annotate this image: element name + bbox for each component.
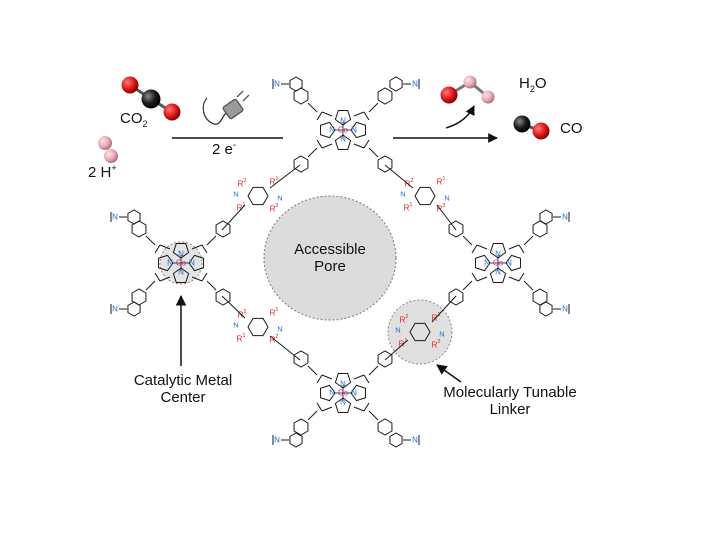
nitrogen-atom: N xyxy=(412,80,418,89)
nitrogen-atom: N xyxy=(340,117,346,126)
nitrogen-atom: N xyxy=(329,126,335,135)
r2-substituent: R2 xyxy=(405,178,414,189)
r1-substituent: R1 xyxy=(237,333,246,344)
nitrogen-atom: N xyxy=(444,194,449,203)
nitrogen-atom: N xyxy=(178,250,184,259)
nitrogen-atom: N xyxy=(274,80,280,89)
nitrogen-atom: N xyxy=(351,389,357,398)
r2-substituent: R2 xyxy=(270,203,279,214)
nitrogen-atom: N xyxy=(340,398,346,407)
co2-molecule xyxy=(121,76,181,121)
linker-highlight xyxy=(387,299,453,365)
co2-label: CO2 xyxy=(120,110,148,129)
nitrogen-atom: N xyxy=(439,330,444,339)
accessible-pore-label: Accessible Pore xyxy=(294,241,366,276)
r2-substituent: R2 xyxy=(432,339,441,350)
co-molecule xyxy=(513,115,550,140)
r1-substituent: R1 xyxy=(237,202,246,213)
nitrogen-atom: N xyxy=(340,380,346,389)
catalytic-metal-center-label: Catalytic Metal Center xyxy=(133,372,233,407)
proton-label: 2 H+ xyxy=(88,163,117,181)
cobalt-atom: Co xyxy=(493,259,504,268)
proton-spheres xyxy=(98,136,118,163)
nitrogen-atom: N xyxy=(167,259,173,268)
water-molecule xyxy=(440,75,495,104)
co-label: CO xyxy=(560,120,583,137)
molecularly-tunable-linker-label: Molecularly Tunable Linker xyxy=(443,384,577,419)
cobalt-atom: Co xyxy=(176,259,187,268)
nitrogen-atom: N xyxy=(495,268,501,277)
nitrogen-atom: N xyxy=(112,213,118,222)
r2-substituent: R2 xyxy=(238,178,247,189)
nitrogen-atom: N xyxy=(395,326,400,335)
r2-substituent: R2 xyxy=(238,309,247,320)
cobalt-atom: Co xyxy=(338,126,349,135)
r1-substituent: R1 xyxy=(270,307,279,318)
r1-substituent: R1 xyxy=(270,176,279,187)
nitrogen-atom: N xyxy=(277,194,282,203)
nitrogen-atom: N xyxy=(412,436,418,445)
r2-substituent: R2 xyxy=(437,203,446,214)
nitrogen-atom: N xyxy=(351,126,357,135)
r1-substituent: R1 xyxy=(404,202,413,213)
nitrogen-atom: N xyxy=(277,325,282,334)
electric-plug-icon xyxy=(202,90,250,125)
nitrogen-atom: N xyxy=(189,259,195,268)
r1-substituent: R1 xyxy=(399,338,408,349)
nitrogen-atom: N xyxy=(233,190,238,199)
nitrogen-atom: N xyxy=(329,389,335,398)
nitrogen-atom: N xyxy=(400,190,405,199)
nitrogen-atom: N xyxy=(484,259,490,268)
water-label: H2O xyxy=(519,75,547,94)
nitrogen-atom: N xyxy=(495,250,501,259)
nitrogen-atom: N xyxy=(233,321,238,330)
accessible-pore-region xyxy=(263,195,397,321)
nitrogen-atom: N xyxy=(562,305,568,314)
nitrogen-atom: N xyxy=(340,135,346,144)
linker-callout-arrow xyxy=(436,364,462,383)
r1-substituent: R1 xyxy=(437,176,446,187)
nitrogen-atom: N xyxy=(112,305,118,314)
nitrogen-atom: N xyxy=(506,259,512,268)
water-release-arrow xyxy=(445,105,475,129)
nitrogen-atom: N xyxy=(178,268,184,277)
electron-label: 2 e- xyxy=(212,140,237,158)
cobalt-atom: Co xyxy=(338,389,349,398)
r2-substituent: R2 xyxy=(400,314,409,325)
nitrogen-atom: N xyxy=(562,213,568,222)
nitrogen-atom: N xyxy=(274,436,280,445)
